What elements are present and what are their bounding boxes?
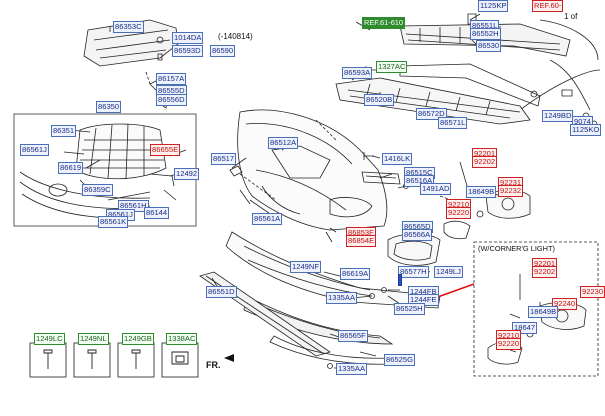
label-86525g[interactable]: 86525G bbox=[384, 354, 416, 366]
label-18649b-a[interactable]: 18649B bbox=[466, 186, 497, 198]
label-1249bd[interactable]: 1249BD bbox=[542, 110, 574, 122]
label-1335aa-b[interactable]: 1335AA bbox=[336, 363, 368, 375]
label-18649b-b[interactable]: 18649B bbox=[528, 306, 559, 318]
label-92240[interactable]: 92240 bbox=[552, 298, 578, 310]
ref-60[interactable]: REF.60- bbox=[532, 0, 564, 12]
label-1249lj[interactable]: 1249LJ bbox=[434, 266, 463, 278]
label-86353c[interactable]: 86353C bbox=[113, 21, 144, 33]
label-86590[interactable]: 86590 bbox=[210, 45, 236, 57]
front-direction-label: FR. bbox=[206, 360, 221, 370]
label-86655e[interactable]: 86655E bbox=[150, 144, 181, 156]
label-86157a[interactable]: 86157A bbox=[156, 73, 187, 85]
label-86619a[interactable]: 86619A bbox=[340, 268, 371, 280]
label-1327ac[interactable]: 1327AC bbox=[376, 61, 408, 73]
label-86561j[interactable]: 86561J bbox=[20, 144, 49, 156]
label-1014da[interactable]: 1014DA bbox=[172, 32, 204, 44]
label-86551d[interactable]: 86551D bbox=[206, 286, 237, 298]
label-86517[interactable]: 86517 bbox=[211, 153, 237, 165]
label-1125kp[interactable]: 1125KP bbox=[478, 0, 509, 12]
label-92232[interactable]: 92232 bbox=[498, 185, 524, 197]
label-92202-a[interactable]: 92202 bbox=[472, 156, 498, 168]
legend-code-1249nl[interactable]: 1249NL bbox=[78, 333, 109, 345]
label-86350[interactable]: 86350 bbox=[96, 101, 122, 113]
legend-code-1338ac[interactable]: 1338AC bbox=[166, 333, 198, 345]
label-86530[interactable]: 86530 bbox=[476, 40, 502, 52]
label-86144[interactable]: 86144 bbox=[144, 207, 170, 219]
label-86854e[interactable]: 86854E bbox=[346, 235, 377, 247]
label-86556d[interactable]: 86556D bbox=[156, 94, 187, 106]
label-86552h[interactable]: 86552H bbox=[470, 28, 501, 40]
label-86525h[interactable]: 86525H bbox=[394, 303, 425, 315]
label-1491ad[interactable]: 1491AD bbox=[420, 183, 452, 195]
label-86351[interactable]: 86351 bbox=[51, 125, 77, 137]
label-86593a[interactable]: 86593A bbox=[342, 67, 373, 79]
label-86561a[interactable]: 86561A bbox=[252, 213, 283, 225]
label-86619[interactable]: 86619 bbox=[58, 162, 84, 174]
label-140814: (-140814) bbox=[218, 32, 253, 41]
page-indicator: 1 of bbox=[564, 12, 578, 21]
label-86565f[interactable]: 86565F bbox=[338, 330, 368, 342]
label-92220-a[interactable]: 92220 bbox=[446, 207, 472, 219]
legend-code-1249lc[interactable]: 1249LC bbox=[34, 333, 65, 345]
legend-code-1249gb[interactable]: 1249GB bbox=[122, 333, 154, 345]
ref-61-610[interactable]: REF.61-610 bbox=[362, 17, 406, 29]
label-1416lk[interactable]: 1416LK bbox=[382, 153, 413, 165]
cornering-light-title: (W/CORNER'G LIGHT) bbox=[478, 244, 555, 253]
label-1249nf[interactable]: 1249NF bbox=[290, 261, 322, 273]
label-86593d[interactable]: 86593D bbox=[172, 45, 203, 57]
label-92202-b[interactable]: 92202 bbox=[532, 266, 558, 278]
label-1125ko[interactable]: 1125KO bbox=[570, 124, 602, 136]
label-86359c[interactable]: 86359C bbox=[82, 184, 113, 196]
label-86577h[interactable]: 86577H bbox=[398, 266, 429, 278]
label-86512a[interactable]: 86512A bbox=[268, 137, 299, 149]
label-86561k[interactable]: 86561K bbox=[98, 216, 129, 228]
label-86566a[interactable]: 86566A bbox=[402, 229, 433, 241]
label-92230[interactable]: 92230 bbox=[580, 286, 605, 298]
label-1335aa-a[interactable]: 1335AA bbox=[326, 292, 358, 304]
label-12492[interactable]: 12492 bbox=[174, 168, 200, 180]
label-86520b[interactable]: 86520B bbox=[364, 94, 395, 106]
label-86577h-selected[interactable] bbox=[398, 274, 402, 286]
label-92220-b[interactable]: 92220 bbox=[496, 338, 522, 350]
label-86571l[interactable]: 86571L bbox=[438, 117, 468, 129]
